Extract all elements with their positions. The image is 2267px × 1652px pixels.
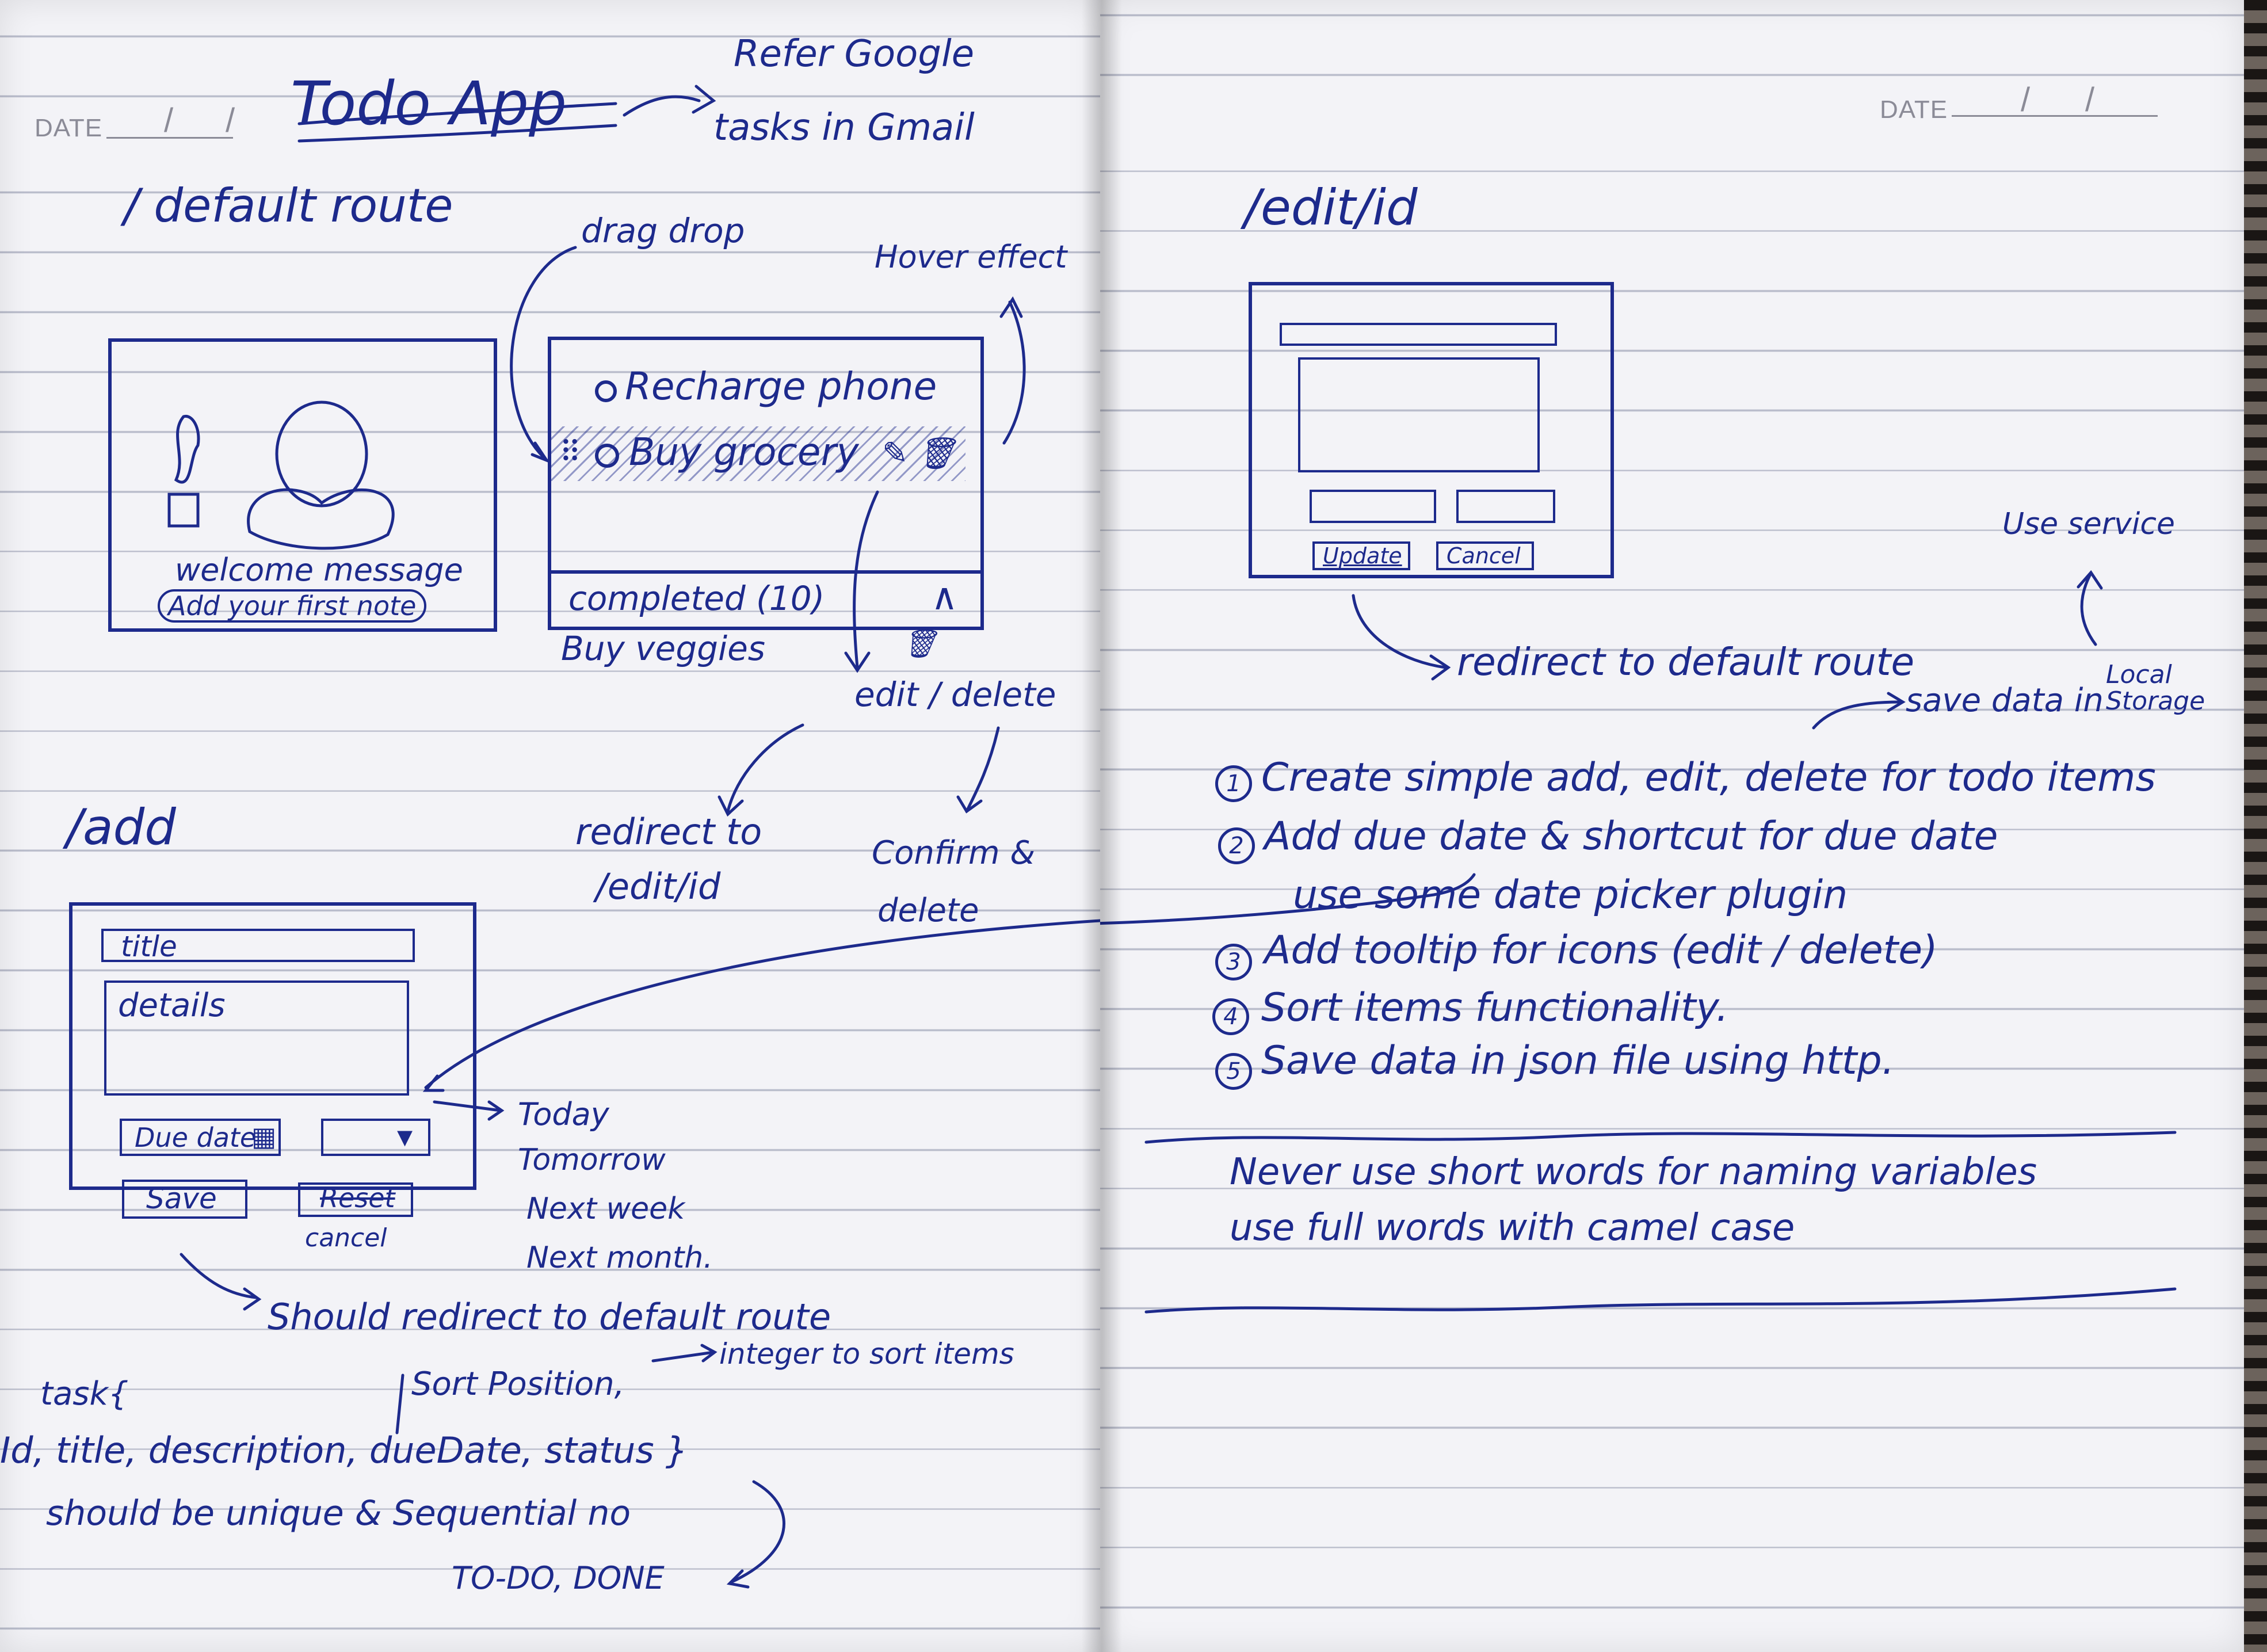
task-text: Create simple add, edit, delete for todo… (1261, 755, 2156, 800)
task-text: Add due date & shortcut for due date (1264, 814, 1998, 859)
date-line (1952, 115, 2158, 117)
local-storage-note: save data in (1906, 682, 2104, 719)
todo-item[interactable]: Recharge phone (625, 364, 937, 409)
cancel-label: cancel (305, 1223, 387, 1253)
task-number: 5 (1215, 1053, 1252, 1090)
todo-item[interactable]: Buy grocery (629, 430, 859, 474)
todo-list-wireframe: Recharge phone ⠿ Buy grocery ✎ 🗑 complet… (548, 337, 984, 630)
edit-route-heading: /edit/id (1244, 179, 1418, 236)
drag-handle-icon[interactable]: ⠿ (559, 436, 582, 470)
checked-checkbox-icon[interactable] (595, 444, 619, 468)
delete-icon[interactable]: 🗑 (917, 435, 956, 471)
delete-icon: 🗑 (902, 628, 937, 660)
edit-redirect-note: redirect to default route (1457, 640, 1915, 684)
details-field[interactable]: details (104, 980, 409, 1096)
id-note: should be unique & Sequential no (46, 1493, 631, 1533)
shortcut-select[interactable]: ▾ (321, 1119, 430, 1156)
local-storage-note-tail: Local Storage (2106, 660, 2205, 716)
naming-rule-line2: use full words with camel case (1230, 1207, 1795, 1249)
update-button[interactable]: Update (1312, 541, 1410, 570)
date-slash: / (2085, 81, 2095, 119)
page-title: Todo App (291, 68, 567, 139)
model-open: task{ (40, 1375, 129, 1413)
status-values: TO-DO, DONE (452, 1560, 665, 1596)
shortcut-option: Today (518, 1096, 609, 1132)
model-fields: Id, title, description, dueDate, status … (0, 1429, 688, 1471)
chevron-down-icon: ▾ (397, 1118, 413, 1154)
calendar-icon[interactable]: ▦ (251, 1121, 277, 1152)
confirm-note: Confirm & (872, 834, 1036, 872)
task-number: 1 (1215, 765, 1252, 802)
add-redirect-note: Should redirect to default route (268, 1296, 831, 1338)
date-slash: / (164, 102, 174, 139)
task-number: 2 (1218, 827, 1255, 864)
edit-shortcut-select[interactable] (1456, 490, 1555, 523)
task-text: Add tooltip for icons (edit / delete) (1264, 928, 1938, 973)
arrow-annotations (1100, 570, 2177, 1314)
drag-drop-note: drag drop (581, 211, 745, 250)
task-number: 4 (1212, 998, 1249, 1035)
right-page: DATE / / /edit/id Update Cancel Use serv… (1100, 0, 2244, 1652)
redirect-target: /edit/id (596, 865, 721, 907)
edit-delete-note: edit / delete (854, 675, 1056, 714)
welcome-message: welcome message (175, 552, 463, 588)
arrow-annotations (180, 85, 1100, 1589)
shortcut-option: Next week (526, 1192, 685, 1226)
default-route-heading: / default route (124, 179, 453, 232)
left-page: DATE / / Todo App Refer Google tasks in … (0, 0, 1100, 1652)
add-route-heading: /add (66, 799, 176, 856)
chevron-up-icon[interactable]: ∧ (931, 576, 958, 619)
title-note: Refer Google (734, 33, 975, 75)
task-text: Save data in json file using http. (1261, 1038, 1895, 1083)
edit-due-date-field[interactable] (1310, 490, 1436, 523)
due-date-field[interactable]: Due date ▦ (120, 1119, 281, 1156)
task-number: 3 (1215, 944, 1252, 980)
add-first-note-button[interactable]: Add your first note (158, 589, 427, 623)
task-text: Sort items functionality. (1261, 985, 1729, 1031)
completed-toggle[interactable]: completed (10) (568, 579, 825, 618)
empty-state-wireframe: welcome message Add your first note (108, 338, 497, 632)
naming-rule: Never use short words for naming variabl… (1230, 1151, 2037, 1193)
hover-highlight (551, 426, 965, 481)
add-form-wireframe: title details Due date ▦ ▾ (69, 902, 476, 1190)
notebook-edge (2244, 0, 2267, 1652)
date-label: DATE (1880, 96, 1948, 124)
confirm-note-line2: delete (877, 892, 979, 929)
hover-note: Hover effect (875, 239, 1067, 275)
notebook-gutter (1082, 0, 1122, 1652)
sort-position-note: Sort Position, (411, 1365, 625, 1403)
edit-details-field[interactable] (1298, 357, 1540, 472)
edit-form-wireframe: Update Cancel (1249, 282, 1614, 578)
cancel-button[interactable]: Cancel (1436, 541, 1534, 570)
date-line (106, 137, 233, 139)
edit-icon[interactable]: ✎ (882, 435, 909, 471)
checkbox-icon[interactable] (595, 380, 617, 402)
date-slash: / (226, 102, 235, 139)
title-note-line2: tasks in Gmail (713, 106, 975, 149)
shortcut-option: Tomorrow (518, 1143, 666, 1177)
date-slash: / (2021, 81, 2031, 119)
use-service-note: Use service (2002, 507, 2175, 541)
reset-button[interactable]: Reset (298, 1182, 413, 1217)
save-button[interactable]: Save (122, 1180, 247, 1219)
date-label: DATE (35, 114, 103, 142)
sort-note: integer to sort items (719, 1337, 1014, 1371)
person-illustration (167, 400, 395, 550)
divider (551, 570, 980, 574)
task-text: use some date picker plugin (1293, 872, 1848, 918)
redirect-note: redirect to (575, 811, 762, 853)
edit-title-field[interactable] (1280, 323, 1557, 346)
title-field[interactable]: title (101, 929, 415, 962)
shortcut-option: Next month. (526, 1241, 713, 1275)
completed-item: Buy veggies (561, 629, 765, 668)
